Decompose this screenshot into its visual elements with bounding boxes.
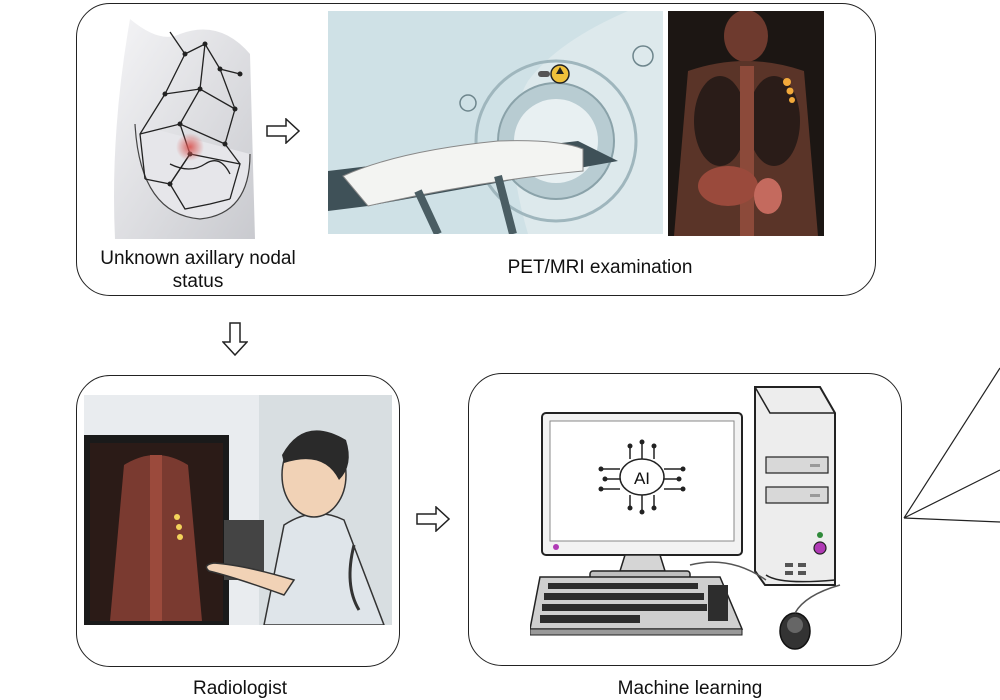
- nodal-status-label-line2: status: [172, 271, 224, 292]
- pet-mri-label: PET/MRI examination: [507, 257, 693, 278]
- arrow-right-icon-2: [416, 506, 450, 532]
- machine-learning-label: Machine learning: [617, 678, 763, 699]
- pet-mri-scanner-image: [328, 11, 663, 234]
- radiologist-image: [84, 395, 392, 625]
- arrow-down-icon: [222, 322, 248, 356]
- ai-screen-text: AI: [634, 469, 650, 488]
- connector-lines-right: [900, 360, 1000, 540]
- nodal-status-label-line1: Unknown axillary nodal: [100, 248, 296, 269]
- arrow-right-icon: [266, 118, 300, 144]
- radiologist-label: Radiologist: [193, 678, 287, 699]
- computer-illustration: AI: [530, 385, 860, 655]
- ai-chip-icon: [602, 443, 682, 511]
- breast-lymphatics-illustration: [110, 14, 260, 239]
- nodal-status-label: Unknown axillary nodal status: [80, 247, 316, 293]
- pet-mri-body-scan-image: [668, 11, 824, 236]
